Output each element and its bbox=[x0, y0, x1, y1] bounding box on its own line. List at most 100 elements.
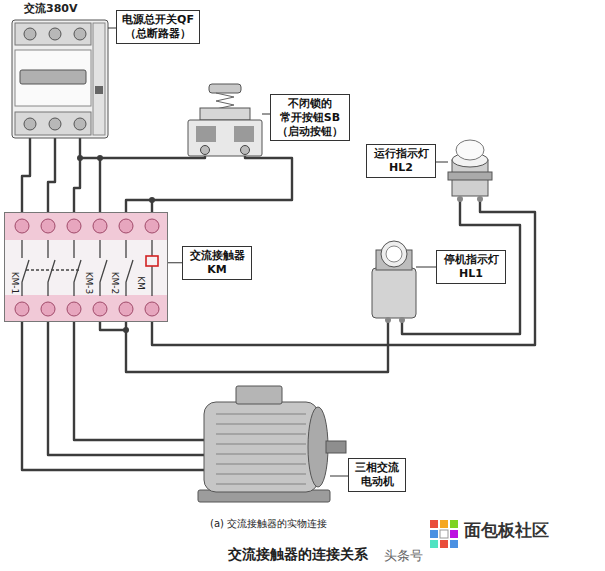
callout-text: 停机指示灯 HL1 bbox=[441, 253, 501, 281]
terminal bbox=[93, 219, 107, 233]
callout-box: 电源总开关QF （总断路器） bbox=[116, 10, 200, 44]
coil-lead bbox=[151, 240, 152, 296]
leader-line bbox=[416, 267, 436, 268]
leader-line bbox=[262, 114, 270, 115]
lamp-terminal bbox=[399, 317, 405, 323]
button-terminal bbox=[241, 146, 250, 155]
callout-box: 交流接触器 KM bbox=[182, 246, 252, 280]
figure-subcaption: (a) 交流接触器的实物连接 bbox=[210, 518, 327, 530]
terminal bbox=[145, 219, 159, 233]
button-stem bbox=[200, 108, 250, 120]
contact-symbol bbox=[126, 240, 133, 296]
junction-dot bbox=[77, 155, 83, 161]
supply-label: 交流380V bbox=[24, 2, 77, 15]
terminal bbox=[41, 219, 55, 233]
watermark: 头条号 bbox=[384, 548, 423, 564]
logo-cell bbox=[450, 530, 458, 538]
wire bbox=[74, 309, 206, 440]
motor-end-cap bbox=[308, 407, 328, 487]
wire bbox=[22, 124, 30, 226]
terminal-strip bbox=[5, 213, 167, 240]
terminal bbox=[145, 302, 159, 316]
wire bbox=[48, 309, 206, 455]
part-label: KM-3 bbox=[84, 272, 93, 295]
wire bbox=[152, 200, 535, 345]
callout-box: 运行指示灯 HL2 bbox=[366, 144, 436, 178]
coil-symbol bbox=[146, 256, 158, 266]
contactor-base bbox=[4, 212, 168, 322]
motor-shaft bbox=[326, 441, 346, 453]
terminal-strip bbox=[5, 295, 167, 321]
callout-text: 不闭锁的 常开按钮SB （启动按钮） bbox=[275, 97, 345, 138]
junction-dot bbox=[149, 197, 155, 203]
terminal bbox=[41, 302, 55, 316]
logo-cell bbox=[430, 530, 438, 538]
contact-symbol bbox=[48, 240, 55, 296]
leader-line bbox=[108, 28, 116, 29]
breaker-terminal bbox=[74, 28, 86, 40]
lamp-nut bbox=[448, 172, 492, 180]
motor-terminal-box bbox=[236, 386, 282, 404]
contact-symbol bbox=[100, 240, 107, 296]
breaker-handle bbox=[20, 70, 86, 84]
terminal bbox=[67, 219, 81, 233]
part-label: KM-2 bbox=[110, 272, 119, 295]
logo-cell bbox=[430, 540, 438, 548]
lamp-lens bbox=[386, 246, 402, 262]
lamp-lens bbox=[456, 140, 484, 160]
contactor-terminals bbox=[15, 219, 159, 316]
lamp-terminal bbox=[477, 196, 483, 202]
figure-caption: 交流接触器的连接关系 bbox=[228, 546, 368, 563]
button-window bbox=[196, 126, 216, 142]
motor bbox=[198, 386, 346, 502]
push-button bbox=[188, 84, 262, 156]
breaker-terminal bbox=[24, 28, 36, 40]
contact-symbol bbox=[22, 240, 29, 296]
breaker-terminal-block bbox=[15, 23, 91, 45]
terminal bbox=[15, 302, 29, 316]
logo-cell bbox=[440, 530, 448, 538]
motor-fin bbox=[216, 483, 306, 485]
wire bbox=[22, 309, 206, 470]
wire bbox=[48, 124, 55, 226]
breaker-terminal bbox=[74, 118, 86, 130]
contact-symbols bbox=[22, 240, 158, 296]
lamp-terminal bbox=[457, 196, 463, 202]
motor-fin bbox=[216, 413, 306, 415]
wire bbox=[402, 200, 520, 334]
terminal bbox=[93, 302, 107, 316]
motor-fin bbox=[216, 463, 306, 465]
logo-cell bbox=[430, 520, 438, 528]
breaker-side-module bbox=[93, 23, 105, 135]
terminal bbox=[15, 219, 29, 233]
leader-line bbox=[436, 162, 448, 163]
logo-cell bbox=[450, 540, 458, 548]
motor-fin bbox=[216, 453, 306, 455]
breaker-face bbox=[15, 50, 91, 106]
lamp-body bbox=[372, 268, 416, 318]
contactor-body bbox=[4, 212, 168, 322]
breaker-terminal bbox=[49, 28, 61, 40]
logo-cell bbox=[440, 520, 448, 528]
motor-body bbox=[204, 402, 318, 492]
watermark: 面包板社区 bbox=[464, 520, 549, 540]
motor-fin bbox=[216, 473, 306, 475]
breaker-terminal bbox=[49, 118, 61, 130]
logo-cell bbox=[440, 540, 448, 548]
button-terminal bbox=[201, 146, 210, 155]
motor-fin bbox=[216, 443, 306, 445]
breaker-body bbox=[12, 20, 108, 138]
contactor-module: KM-1KM-3KM-2KM bbox=[4, 212, 168, 322]
button-cap bbox=[209, 84, 241, 93]
wire bbox=[74, 124, 80, 226]
breaker-terminal bbox=[24, 118, 36, 130]
callout-text: 交流接触器 KM bbox=[187, 249, 247, 277]
lamp-rim bbox=[381, 241, 407, 267]
mechanical-link bbox=[26, 269, 79, 270]
breaker-terminal-block bbox=[15, 112, 91, 135]
circuit-breaker bbox=[12, 20, 108, 138]
contact-symbol bbox=[74, 240, 81, 296]
junction-dot bbox=[123, 327, 129, 333]
run-lamp bbox=[448, 140, 492, 202]
